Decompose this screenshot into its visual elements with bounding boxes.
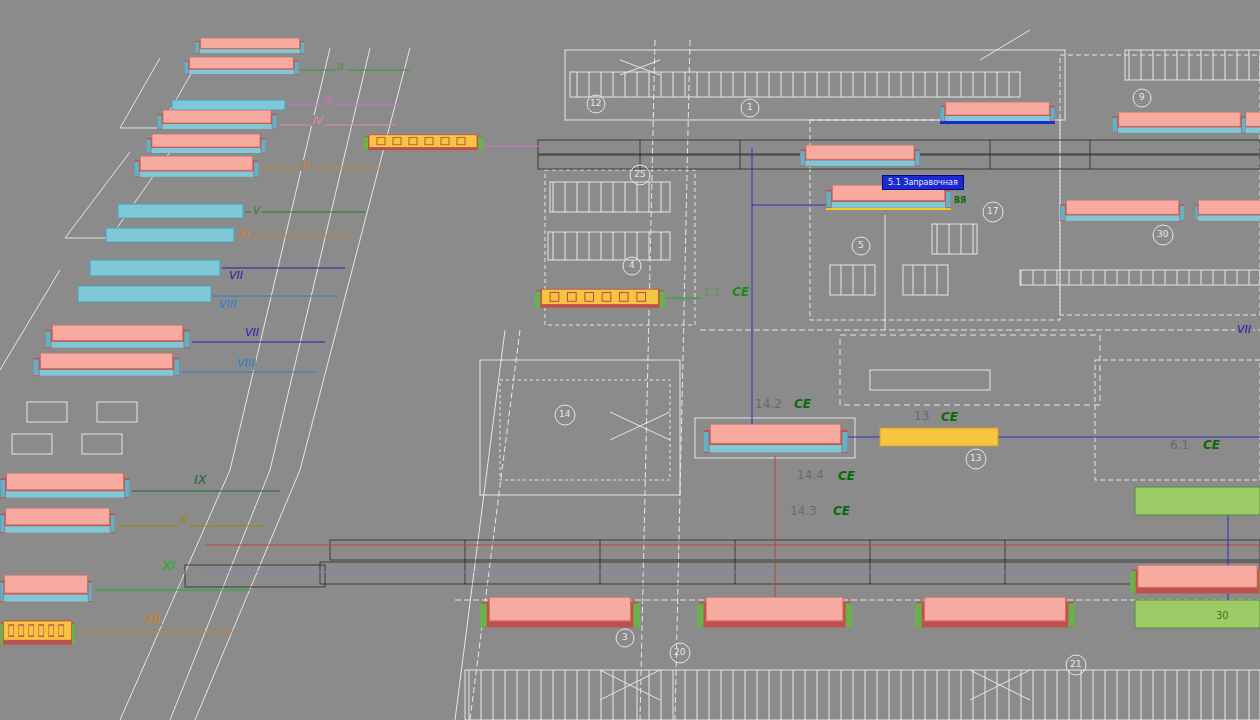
station-number: 14.2 xyxy=(753,398,784,411)
callout-number: 9 xyxy=(1137,93,1147,103)
line-number: VII xyxy=(227,270,245,282)
callout-number: 4 xyxy=(627,261,637,271)
line-number: XI xyxy=(160,559,177,573)
station-number: 14.4 xyxy=(795,469,826,482)
callout-number: 20 xyxy=(672,648,687,658)
callout-number: 13 xyxy=(968,454,983,464)
callout-number: 1 xyxy=(745,103,755,113)
station-code: ВЯ xyxy=(952,197,968,206)
line-number: V xyxy=(251,205,262,216)
line-number: VII xyxy=(243,327,261,339)
station-number: 13 xyxy=(912,410,931,423)
station-number: 14.3 xyxy=(788,505,819,518)
station-code: CE xyxy=(836,470,857,483)
callout-number: 17 xyxy=(985,207,1000,217)
line-number: VIII xyxy=(217,299,238,311)
line-number: IV xyxy=(311,115,325,126)
callout-number: 21 xyxy=(1068,660,1083,670)
station-code: CE xyxy=(1201,439,1222,452)
line-number: VII xyxy=(1235,324,1253,336)
callout-number: 30 xyxy=(1214,610,1231,621)
callout-number: 30 xyxy=(1155,230,1170,240)
station-code: CE xyxy=(939,411,960,424)
line-number: V xyxy=(300,160,311,171)
line-number: IX xyxy=(192,473,209,487)
callout-number: 5 xyxy=(856,241,866,251)
line-number: VIII xyxy=(235,358,256,370)
line-number: VI xyxy=(238,228,252,239)
station-code: CE xyxy=(831,505,852,518)
callout-number: 14 xyxy=(557,410,572,420)
line-number: X xyxy=(177,513,190,527)
line-number: II xyxy=(335,62,346,74)
station-sign: 5.1 Заправочная xyxy=(882,175,964,190)
station-number: 1.1 xyxy=(701,287,723,299)
station-code: CE xyxy=(792,398,813,411)
line-number: XII xyxy=(143,613,162,626)
station-code: CE xyxy=(730,286,751,299)
line-number: III xyxy=(322,95,335,106)
callout-number: 25 xyxy=(632,170,647,180)
sign-text: 5.1 Заправочная xyxy=(888,178,958,187)
callout-number: 3 xyxy=(620,633,630,643)
station-number: 6.1 xyxy=(1168,439,1191,452)
callout-number: 12 xyxy=(588,99,603,109)
